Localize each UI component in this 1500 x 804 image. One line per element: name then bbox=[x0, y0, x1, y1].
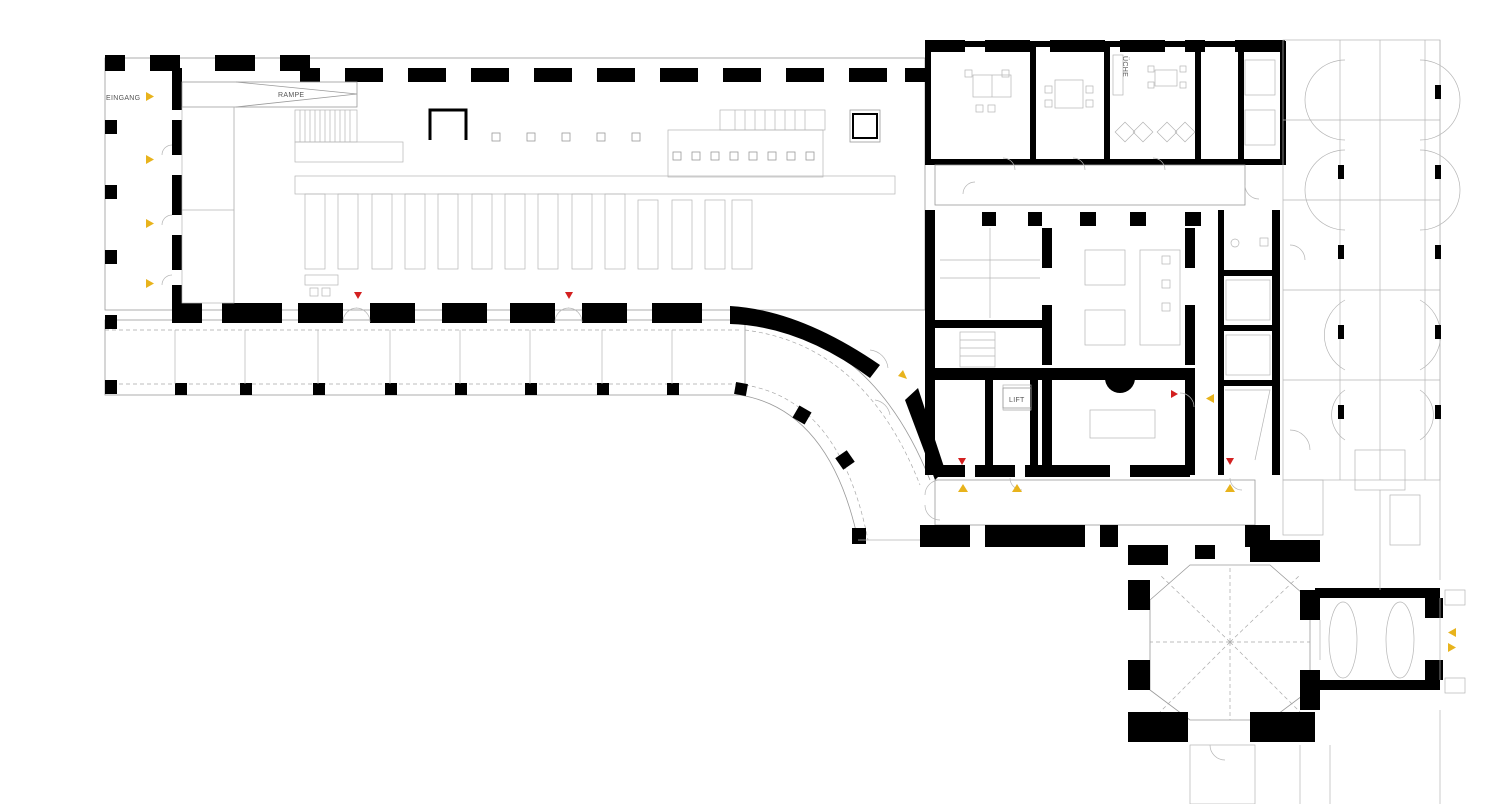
exit-markers bbox=[354, 292, 1234, 465]
exit-marker bbox=[354, 292, 362, 299]
entry-marker bbox=[146, 219, 154, 228]
entrance-label: EINGANG bbox=[106, 95, 140, 102]
entry-marker bbox=[898, 370, 907, 379]
entry-marker bbox=[958, 484, 968, 492]
entry-marker bbox=[1448, 643, 1456, 652]
ramp-label: RAMPE bbox=[278, 92, 304, 99]
entry-marker bbox=[146, 92, 154, 101]
exit-marker bbox=[565, 292, 573, 299]
central-building bbox=[920, 40, 1286, 547]
exit-marker bbox=[958, 458, 966, 465]
curved-arcade bbox=[730, 306, 945, 544]
exit-marker bbox=[1171, 390, 1178, 398]
entry-marker bbox=[1206, 394, 1214, 403]
exit-marker bbox=[1226, 458, 1234, 465]
entry-marker bbox=[1225, 484, 1235, 492]
left-wing bbox=[104, 55, 927, 396]
entry-marker bbox=[1012, 484, 1022, 492]
entry-markers bbox=[146, 92, 1456, 652]
lift-label: LIFT bbox=[1009, 397, 1025, 404]
kitchen-label: ÜCHE bbox=[1121, 56, 1129, 77]
entry-marker bbox=[1448, 628, 1456, 637]
octagonal-chapel bbox=[1128, 540, 1466, 804]
cloister bbox=[1282, 39, 1461, 804]
entry-marker bbox=[146, 155, 154, 164]
entry-marker bbox=[146, 279, 154, 288]
